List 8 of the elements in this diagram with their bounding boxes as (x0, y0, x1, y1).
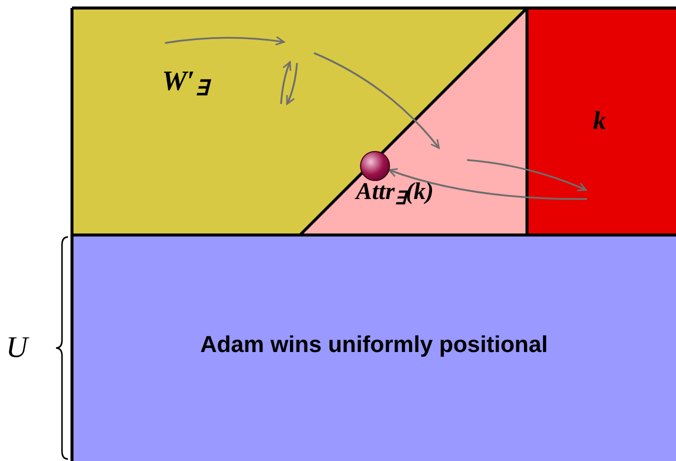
region-label: Attr$_{∃}$(k) (356, 180, 434, 204)
region (527, 8, 676, 235)
arrow (388, 168, 587, 200)
region-label: Adam wins uniformly positional (199, 333, 549, 356)
arrow (466, 159, 587, 192)
arrow (314, 52, 440, 149)
region-label: k (593, 108, 606, 134)
set-label: U (6, 333, 28, 363)
